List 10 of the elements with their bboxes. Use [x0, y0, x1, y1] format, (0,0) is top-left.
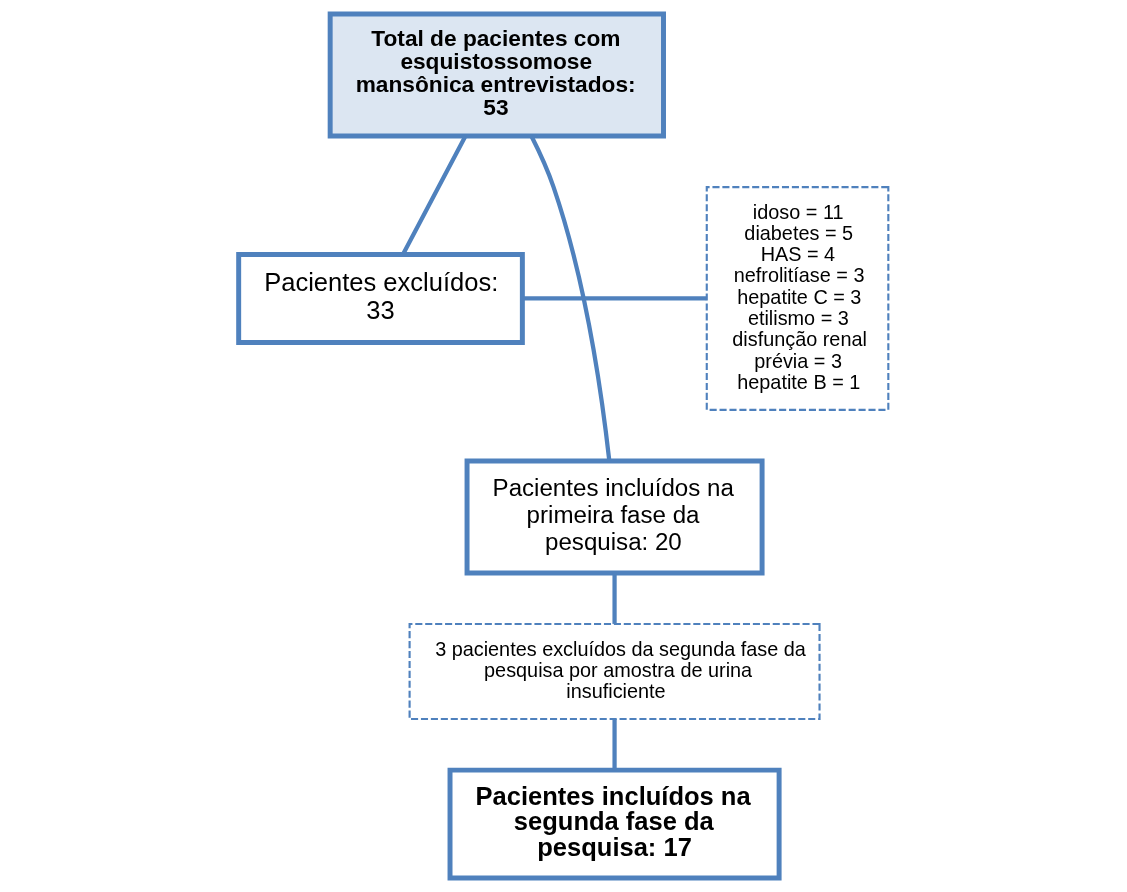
connector: [522, 296, 707, 301]
node-box: Total de pacientes com esquistossomose mansônica entrevistados: 53: [327, 11, 666, 139]
node-box: idoso = 11 diabetes = 5 HAS = 4 nefrolitíase = 3 hepatite C = 3 etilismo = 3 disfunção renal prévia = 3 hepatite B = 1: [705, 186, 890, 411]
node-box: 3 pacientes excluídos da segunda fase da pesquisa por amostra de urina insuficiente: [408, 622, 821, 721]
node-box: Pacientes incluídos na segunda fase da pesquisa: 17: [447, 767, 782, 881]
node-box: Pacientes excluídos: 33: [236, 252, 525, 345]
node-box: Pacientes incluídos na primeira fase da pesquisa: 20: [464, 458, 765, 576]
connector: [529, 135, 612, 462]
connector: [612, 719, 617, 771]
connector: [612, 573, 617, 624]
